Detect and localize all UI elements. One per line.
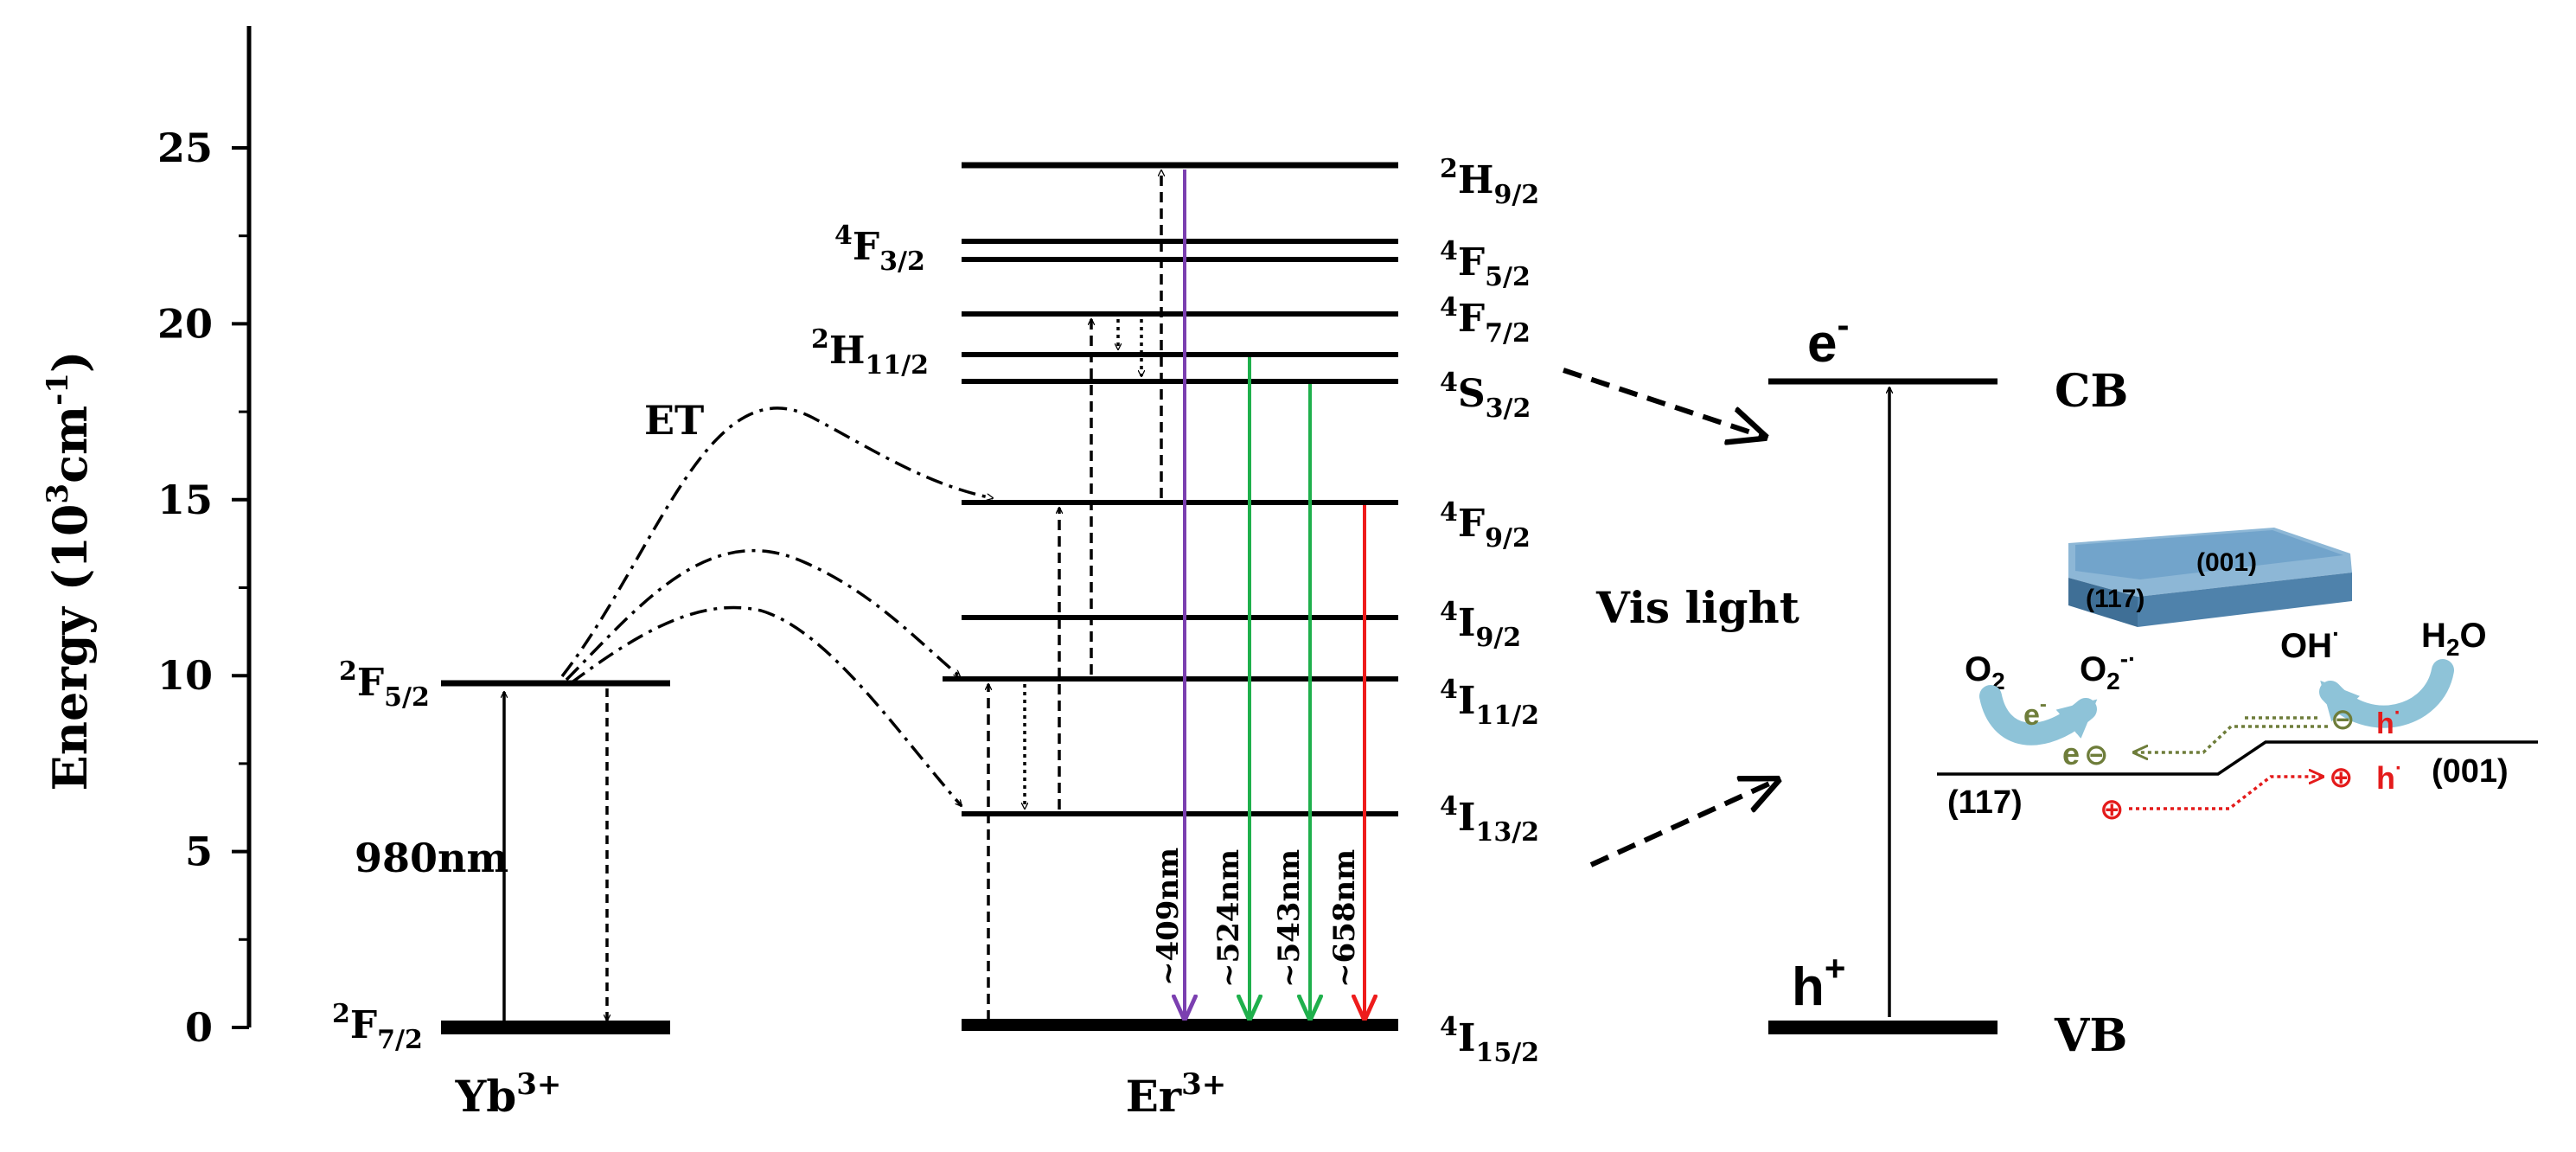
facet-001-lower: (001): [2432, 753, 2509, 790]
er-ion-label: Er3+: [1126, 1067, 1227, 1122]
label-4f72: 4F7/2: [1440, 292, 1531, 349]
superoxide-label: O2-·: [2080, 645, 2136, 694]
inset-electron-low: e: [2062, 736, 2080, 771]
label-4f32: 4F3/2: [834, 221, 925, 277]
et-label: ET: [644, 397, 704, 444]
crystal-highlight: [2075, 530, 2343, 579]
et-curve-2: [565, 548, 960, 682]
y-axis: 0 5 10 15 20 25 Energy (103cm-1): [41, 26, 252, 1051]
energy-transfer-curves: [560, 406, 993, 806]
er-emission-arrows: [1185, 170, 1365, 1018]
y-tick-label: 20: [157, 300, 213, 347]
hydroxyl-label: OH·: [2280, 620, 2340, 665]
o2-label: O2: [1965, 650, 2005, 694]
electron-minus-low: ⊖: [2084, 739, 2109, 771]
y-tick-label: 0: [185, 1004, 213, 1051]
hole-label: h+: [1792, 948, 1845, 1017]
oxidation-curve-arrow: [2319, 659, 2454, 728]
emission-524-label: ~524nm: [1211, 849, 1246, 988]
crystal-plate: (001) (117): [2068, 528, 2352, 627]
label-4i132: 4I13/2: [1440, 791, 1539, 848]
hole-plus-right: ⊕: [2329, 761, 2354, 794]
water-label: H2O: [2421, 617, 2487, 661]
crystal-facet-001: (001): [2196, 548, 2257, 577]
inset-hole-low: h·: [2376, 757, 2402, 796]
et-curve-1: [560, 406, 993, 678]
crystal-side-face: [2138, 573, 2352, 627]
semiconductor-bands: e- h+ CB VB: [1768, 304, 2128, 1062]
cb-label: CB: [2055, 365, 2128, 418]
y-axis-ticks: 0 5 10 15 20 25: [157, 125, 249, 1051]
yb-level-2f72-label: 2F7/2: [332, 999, 423, 1055]
emission-labels: ~409nm ~524nm ~543nm ~658nm: [1151, 848, 1362, 988]
label-4s32: 4S3/2: [1440, 368, 1531, 424]
label-4i152: 4I15/2: [1440, 1012, 1539, 1068]
inset-hole-top: h·: [2376, 701, 2401, 740]
y-tick-label: 10: [157, 652, 213, 699]
y-tick-label: 5: [185, 829, 213, 875]
energy-flow-arrows: [1563, 368, 1777, 867]
label-4i92: 4I9/2: [1440, 597, 1521, 653]
emission-543-label: ~543nm: [1272, 849, 1307, 988]
flow-arrow-upper: [1563, 368, 1764, 437]
facet-interface-line: [1937, 740, 2538, 776]
label-4f52: 4F5/2: [1440, 236, 1531, 292]
electron-minus-top: ⊖: [2330, 703, 2355, 736]
crystal-front-face: [2068, 578, 2138, 627]
y-tick-label: 15: [157, 477, 213, 523]
crystal-facet-117: (117): [2086, 585, 2145, 613]
yb-level-2f52-label: 2F5/2: [339, 656, 430, 713]
vis-light-label: Vis light: [1595, 582, 1799, 633]
y-tick-label: 25: [157, 125, 213, 171]
electron-migration-path: [2134, 725, 2328, 752]
emission-658-label: ~658nm: [1327, 849, 1362, 988]
er-level-labels: 2H9/2 4F5/2 4F7/2 4S3/2 4F9/2 4I9/2 4I11…: [811, 154, 1539, 1068]
electron-label: e-: [1807, 304, 1849, 374]
yb-ion-levels: 2F5/2 2F7/2 980nm Yb3+: [332, 656, 670, 1122]
flow-arrow-lower: [1589, 780, 1777, 867]
yb-ion-label: Yb3+: [455, 1067, 562, 1122]
label-4i112: 4I11/2: [1440, 675, 1539, 731]
reduction-curve-arrow: [1979, 685, 2098, 746]
label-2h112: 2H11/2: [811, 324, 929, 381]
y-axis-label: Energy (103cm-1): [41, 351, 98, 791]
label-4f92: 4F9/2: [1440, 497, 1531, 554]
et-curve-3: [569, 605, 962, 806]
inset-electron-top: e-: [2023, 693, 2047, 732]
vb-label: VB: [2054, 1009, 2127, 1062]
er-transition-arrows: [988, 170, 1161, 1021]
facet-117-lower: (117): [1947, 784, 2023, 821]
photocatalysis-inset: (001) (117) O2 O2-· OH· H2O e- h· ⊖ e ⊖ …: [1937, 528, 2538, 826]
excitation-wavelength: 980nm: [355, 835, 508, 881]
emission-409-label: ~409nm: [1151, 848, 1186, 986]
hole-plus-left: ⊕: [2100, 793, 2125, 826]
label-2h92: 2H9/2: [1440, 154, 1539, 210]
er-ion-levels: [943, 162, 1398, 1031]
hole-migration-path: [2129, 777, 2323, 810]
